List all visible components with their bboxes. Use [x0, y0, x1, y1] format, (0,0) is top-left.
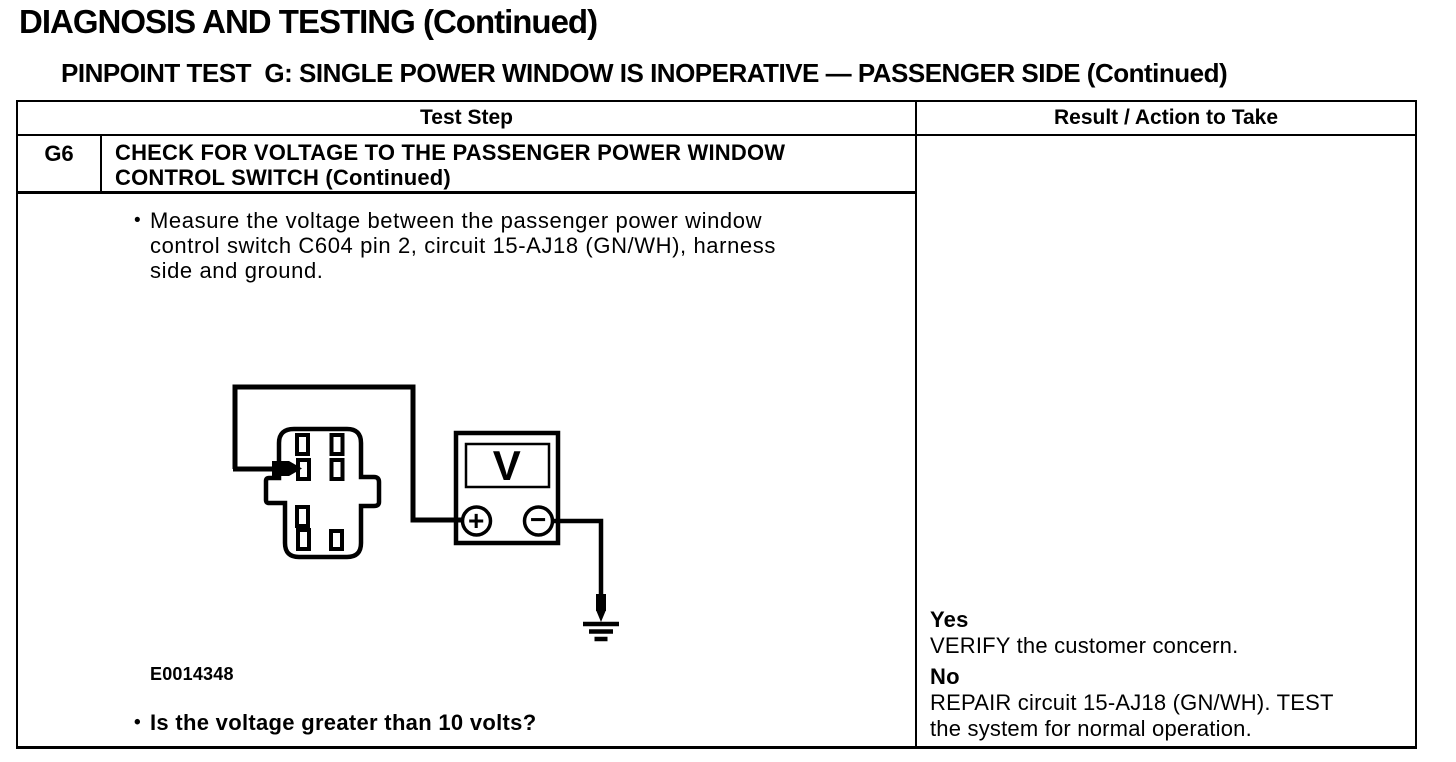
bullet-marker: • [134, 210, 142, 231]
no-action: REPAIR circuit 15-AJ18 (GN/WH). TEST the… [930, 690, 1334, 742]
ground-symbol-icon [583, 594, 619, 642]
pin-slot [329, 433, 345, 456]
column-header-result: Result / Action to Take [917, 102, 1415, 136]
pin-slot [295, 505, 310, 528]
svg-text:+: + [468, 505, 485, 536]
step-heading-row: G6 CHECK FOR VOLTAGE TO THE PASSENGER PO… [18, 136, 915, 194]
voltmeter-display [464, 442, 551, 489]
step-title-line: CHECK FOR VOLTAGE TO THE PASSENGER POWER… [115, 140, 786, 165]
instruction-line: Measure the voltage between the passenge… [150, 208, 763, 233]
test-lead-wire [232, 384, 470, 523]
step-id: G6 [18, 136, 102, 191]
pin-slot [296, 528, 311, 551]
pin-slot [329, 458, 345, 481]
result-column: Result / Action to Take Yes VERIFY the c… [917, 102, 1415, 746]
no-label: No [930, 664, 960, 689]
plus-terminal-icon: + [460, 505, 493, 537]
no-action-line: the system for normal operation. [930, 716, 1252, 741]
instruction-item: • Measure the voltage between the passen… [118, 208, 776, 283]
pin-slot [296, 458, 311, 481]
bullet-marker: • [134, 712, 141, 733]
probe-arrow-icon [233, 461, 302, 476]
voltmeter-label: V [493, 442, 522, 489]
voltmeter-icon: V [453, 430, 561, 546]
ground-lead-wire [545, 518, 604, 597]
test-step-column: Test Step G6 CHECK FOR VOLTAGE TO THE PA… [18, 102, 917, 746]
pin-slot [329, 529, 344, 551]
pinpoint-test-table: Test Step G6 CHECK FOR VOLTAGE TO THE PA… [16, 100, 1417, 749]
question-item: • Is the voltage greater than 10 volts? [118, 710, 536, 735]
result-cell: Yes VERIFY the customer concern. No REPA… [930, 607, 1334, 742]
no-action-line: REPAIR circuit 15-AJ18 (GN/WH). TEST [930, 690, 1334, 715]
section-subtitle: PINPOINT TEST G: SINGLE POWER WINDOW IS … [61, 58, 1228, 88]
pin-slot [295, 433, 310, 456]
step-title-line: CONTROL SWITCH (Continued) [115, 165, 451, 190]
svg-text:−: − [530, 504, 547, 535]
step-title: CHECK FOR VOLTAGE TO THE PASSENGER POWER… [102, 136, 785, 191]
yes-action: VERIFY the customer concern. [930, 633, 1239, 658]
instruction-line: control switch C604 pin 2, circuit 15-AJ… [150, 233, 776, 258]
step-body-cell: • Measure the voltage between the passen… [18, 194, 915, 746]
figure-label: E0014348 [150, 664, 234, 684]
instruction-line: side and ground. [150, 258, 324, 283]
test-connection-diagram: V + − [232, 384, 619, 642]
column-header-test-step: Test Step [18, 102, 915, 136]
question-text: Is the voltage greater than 10 volts? [150, 710, 537, 735]
minus-terminal-icon: − [522, 504, 555, 537]
instruction-text: Measure the voltage between the passenge… [150, 208, 776, 283]
connector-c604-icon [263, 426, 382, 560]
yes-label: Yes [930, 607, 969, 632]
page-title: DIAGNOSIS AND TESTING (Continued) [19, 3, 598, 40]
